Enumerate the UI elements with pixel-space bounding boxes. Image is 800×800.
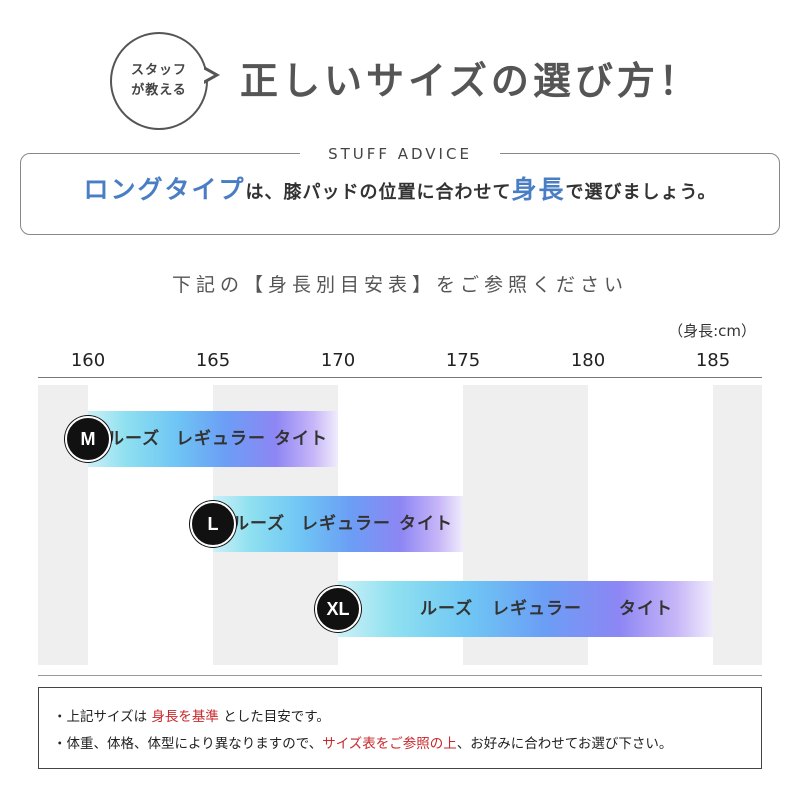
tick-label-175: 175 bbox=[445, 350, 481, 371]
advice-highlight-height: 身長 bbox=[511, 175, 566, 204]
advice-text-part2: で選びましょう。 bbox=[565, 182, 717, 203]
note2-text-a: ・体重、体格、体型により異なりますので、 bbox=[53, 736, 323, 752]
size-bar-xl: ルーズレギュラー タイト bbox=[338, 581, 713, 637]
note2-red-text: サイズ表をご参照の上 bbox=[322, 736, 457, 752]
fit-label-tight: タイト bbox=[399, 514, 453, 534]
size-badge-xl: XL bbox=[315, 586, 361, 632]
tick-label-160: 160 bbox=[70, 350, 106, 371]
tick-label-165: 165 bbox=[195, 350, 231, 371]
unit-label: （身長:cm） bbox=[668, 322, 756, 340]
tick-label-180: 180 bbox=[570, 350, 606, 371]
note1-red-text: 身長を基準 bbox=[151, 709, 219, 725]
tick-label-185: 185 bbox=[695, 350, 731, 371]
advice-text: ロングタイプ は、膝パッドの位置に合わせて 身長 で選びましょう。 bbox=[20, 170, 780, 220]
note1-text-b: とした目安です。 bbox=[223, 709, 330, 725]
fit-label-tight: タイト bbox=[619, 599, 673, 619]
speech-bubble-tail-inner bbox=[203, 69, 214, 81]
chart-bottom-line bbox=[38, 675, 762, 676]
note-line-2: ・体重、体格、体型により異なりますので、サイズ表をご参照の上、お好みに合わせてお… bbox=[53, 731, 761, 758]
page-title: 正しいサイズの選び方！ bbox=[240, 59, 701, 103]
fit-label-regular: レギュラー bbox=[176, 429, 266, 449]
axis-line bbox=[38, 377, 762, 378]
bubble-line-1: スタッフ bbox=[130, 63, 187, 78]
advice-label: STUFF ADVICE bbox=[300, 145, 500, 163]
bubble-line-2: が教える bbox=[131, 83, 187, 98]
tick-label-170: 170 bbox=[320, 350, 356, 371]
fit-label-regular: レギュラー bbox=[301, 514, 391, 534]
size-badge-l: L bbox=[190, 501, 236, 547]
fit-label-tight: タイト bbox=[274, 429, 328, 449]
note2-text-b: 、お好みに合わせてお選び下さい。 bbox=[456, 736, 673, 752]
size-badge-m: M bbox=[65, 416, 111, 462]
note-line-1: ・上記サイズは 身長を基準 とした目安です。 bbox=[53, 704, 761, 731]
notes-box: ・上記サイズは 身長を基準 とした目安です。 ・体重、体格、体型により異なります… bbox=[38, 687, 762, 769]
speech-bubble: スタッフ が教える bbox=[110, 32, 208, 130]
fit-label-loose: ルーズ bbox=[107, 429, 161, 449]
grid-column-band bbox=[713, 385, 762, 665]
note1-text-a: ・上記サイズは bbox=[53, 709, 148, 725]
chart-subtitle: 下記の【身長別目安表】をご参照ください bbox=[171, 274, 628, 296]
size-bar-m: ルーズレギュラータイト bbox=[88, 411, 338, 467]
fit-label-regular: レギュラー bbox=[492, 599, 582, 619]
advice-text-part1: は、膝パッドの位置に合わせて bbox=[245, 182, 512, 203]
fit-label-loose: ルーズ bbox=[232, 514, 286, 534]
fit-label-loose: ルーズ bbox=[420, 599, 474, 619]
size-bar-l: ルーズレギュラータイト bbox=[213, 496, 463, 552]
advice-highlight-long-type: ロングタイプ bbox=[83, 175, 246, 204]
